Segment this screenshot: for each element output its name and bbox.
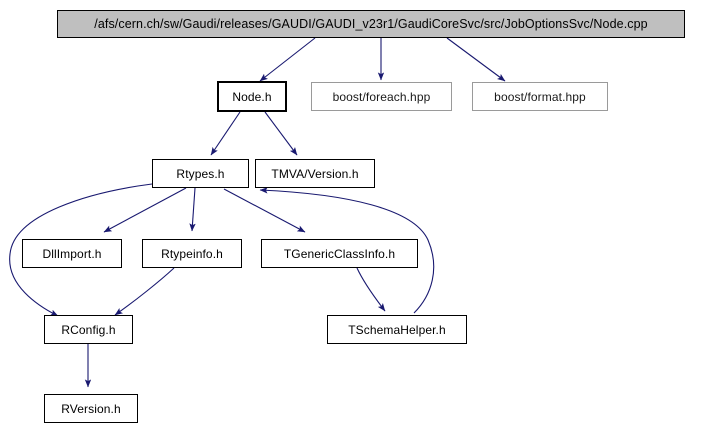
node-tmva-version-h[interactable]: TMVA/Version.h: [255, 159, 375, 188]
edge-rtypeinfo-to-rconfig: [114, 267, 175, 316]
edge-tgenericclassinfo-to-tschemahelper: [356, 267, 386, 312]
edge-rtypes-to-dllimport: [103, 187, 187, 233]
node-root-source-file[interactable]: /afs/cern.ch/sw/Gaudi/releases/GAUDI/GAU…: [57, 10, 685, 38]
node-boost-format-hpp[interactable]: boost/format.hpp: [472, 82, 608, 111]
node-node-h[interactable]: Node.h: [217, 81, 287, 112]
node-tgenericclassinfo-h[interactable]: TGenericClassInfo.h: [261, 239, 418, 268]
node-rversion-h[interactable]: RVersion.h: [44, 394, 138, 423]
node-boost-foreach-hpp[interactable]: boost/foreach.hpp: [311, 82, 452, 111]
edge-rtypes-to-tgenericclassinfo: [223, 188, 306, 233]
edge-root-to-node-h: [259, 37, 316, 82]
node-tschemahelper-h[interactable]: TSchemaHelper.h: [327, 315, 467, 344]
node-rtypes-h[interactable]: Rtypes.h: [152, 159, 249, 188]
node-dllimport-h[interactable]: DllImport.h: [22, 239, 122, 268]
node-rtypeinfo-h[interactable]: Rtypeinfo.h: [142, 239, 242, 268]
edge-rtypes-to-rtypeinfo: [189, 187, 196, 232]
edge-node-h-to-rtypes: [210, 111, 241, 156]
node-rconfig-h[interactable]: RConfig.h: [44, 315, 133, 344]
edge-node-h-to-tmva-version: [264, 111, 298, 156]
edge-root-to-boost-format: [446, 37, 506, 82]
